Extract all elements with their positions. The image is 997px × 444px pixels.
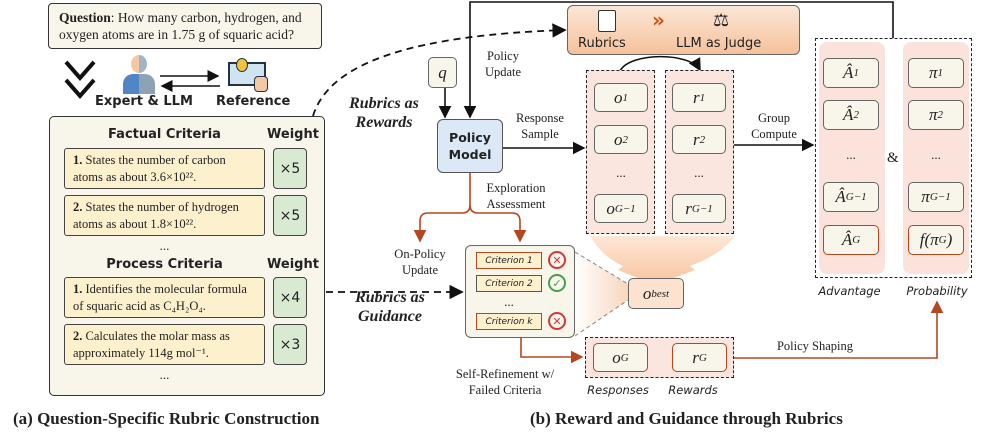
exploration-assessment-label: Exploration Assessment (486, 181, 546, 211)
on-policy-update-label: On-Policy Update (394, 247, 446, 277)
judge-curve-arrow (619, 55, 701, 72)
response-sample-label: Response Sample (516, 111, 564, 141)
weight-badge: ×5 (273, 148, 307, 189)
fail-icon: ✕ (548, 312, 566, 330)
double-chevron-right-icon: » (652, 8, 665, 32)
gavel-icon: ⚖ (713, 10, 730, 30)
clipboard-icon (598, 10, 616, 32)
ellipsis: ... (504, 294, 514, 309)
process-criterion-1: 1. Identifies the molecular formula of s… (64, 277, 265, 318)
weight-badge: ×5 (273, 195, 307, 236)
policy-shaping-label: Policy Shaping (776, 339, 854, 353)
weight-badge: ×4 (273, 277, 307, 318)
ellipsis: ... (846, 147, 856, 162)
process-criteria-title: Process Criteria (106, 257, 223, 272)
ellipsis: ... (616, 165, 626, 180)
self-refinement-arrow (520, 338, 584, 364)
expert-llm-label: Expert & LLM (95, 94, 193, 109)
ellipsis: ... (159, 367, 170, 382)
weight-badge: ×3 (273, 324, 307, 365)
caption-a: (a) Question-Specific Rubric Constructio… (13, 409, 320, 428)
probability-label: Probability (906, 284, 968, 298)
ellipsis: ... (931, 147, 941, 162)
judge-box: » ⚖ Rubrics LLM as Judge (567, 5, 800, 55)
rubrics-as-guidance-label: Rubrics as Guidance (355, 289, 425, 325)
policy-update-label: Policy Update (484, 49, 522, 79)
and-symbol: & (887, 150, 899, 166)
policy-update-arrow (463, 1, 894, 119)
factual-criterion-2: 2. States the number of hydrogen atoms a… (64, 195, 265, 236)
criterion-1: Criterion 1 (476, 252, 542, 269)
policy-model-node: Policy Model (437, 119, 503, 173)
question-box: Question: How many carbon, hydrogen, and… (48, 3, 322, 49)
factual-criterion-1: 1. States the number of carbon atoms as … (64, 148, 265, 189)
exploration-bracket (413, 173, 944, 364)
llm-judge-label: LLM as Judge (676, 36, 762, 51)
reference-label: Reference (216, 94, 291, 109)
funnel-shape (590, 236, 735, 285)
responses-label: Responses (587, 383, 649, 397)
pass-icon: ✓ (548, 274, 566, 292)
advantage-probability-box (815, 38, 972, 278)
reference-book-icon (228, 58, 268, 92)
caption-b: (b) Reward and Guidance through Rubrics (530, 409, 843, 428)
expert-llm-icon (123, 55, 155, 95)
rubrics-label: Rubrics (578, 36, 626, 51)
criterion-2: Criterion 2 (476, 275, 542, 292)
factual-criteria-title: Factual Criteria (108, 127, 221, 142)
advantage-label: Advantage (818, 284, 881, 298)
rewards-label: Rewards (668, 383, 718, 397)
self-refinement-label: Self-Refinement w/ Failed Criteria (455, 367, 555, 397)
fail-icon: ✕ (548, 251, 566, 269)
process-criterion-2: 2. Calculates the molar mass as approxim… (64, 324, 265, 365)
weight-header: Weight (267, 257, 319, 272)
zoom-wedge (575, 252, 628, 336)
policy-shaping-arrow (733, 300, 944, 359)
criterion-k: Criterion k (476, 313, 542, 330)
q-node: q (428, 57, 457, 88)
double-chevron-icon (64, 60, 96, 100)
ellipsis: ... (694, 165, 704, 180)
weight-header: Weight (267, 127, 319, 142)
rubrics-as-rewards-label: Rubrics as Rewards (349, 95, 419, 131)
group-compute-label: Group Compute (751, 111, 797, 141)
ellipsis: ... (159, 238, 170, 253)
